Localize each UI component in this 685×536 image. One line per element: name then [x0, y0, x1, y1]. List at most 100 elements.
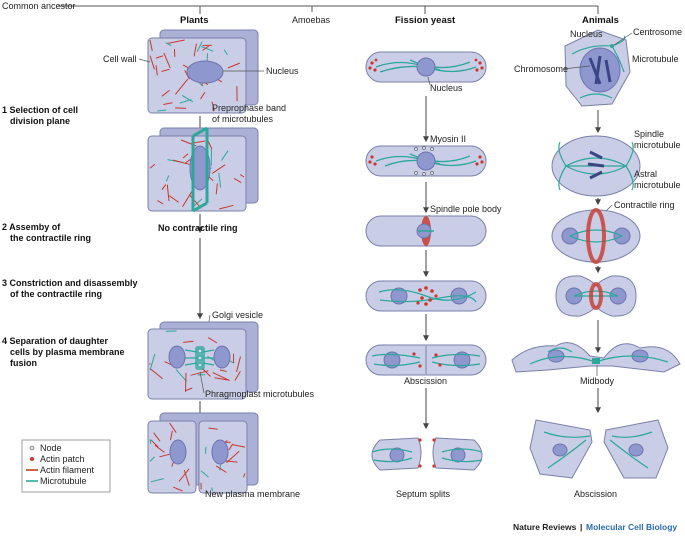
step4-line1: 4 Separation of daughter	[2, 336, 109, 346]
plant-cell-interphase	[147, 29, 259, 114]
actin-strand	[149, 39, 153, 52]
yeast-nucleus-label: Nucleus	[430, 83, 463, 93]
microtubule-strand	[201, 46, 214, 52]
fission-yeast-column: Nucleus Myosin II Spindle pole body	[365, 51, 502, 499]
actin-strand	[202, 45, 209, 51]
actin-strand	[236, 356, 241, 373]
step2-line2: the contractile ring	[10, 233, 91, 243]
journal-credit: Nature Reviews | Molecular Cell Biology	[513, 522, 677, 532]
animal-cell-interphase	[564, 29, 631, 107]
actin-strand	[232, 444, 246, 448]
actin-strand	[211, 101, 215, 112]
step1-line2: division plane	[10, 116, 70, 126]
legend-actin-filament: Actin filament	[40, 465, 95, 475]
actin-strand	[155, 55, 163, 59]
animal-nucleus-label: Nucleus	[570, 29, 603, 39]
actin-strand	[163, 52, 171, 69]
centrosome-label: Centrosome	[633, 27, 682, 37]
actin-strand	[169, 422, 177, 433]
actin-strand	[215, 183, 218, 195]
step3-line1: 3 Constriction and disassembly	[2, 278, 138, 288]
plant-nucleus-label: Nucleus	[266, 66, 299, 76]
actin-strand	[166, 184, 170, 202]
microtubule-strand	[175, 369, 188, 382]
microtubule-label: Microtubule	[632, 54, 679, 64]
yeast-interphase	[365, 51, 487, 83]
plants-header: Plants	[180, 15, 209, 26]
actin-strand	[200, 92, 206, 100]
actin-strand	[178, 468, 190, 482]
animals-column: Nucleus Centrosome Microtubule Chromosom…	[511, 27, 682, 499]
actin-strand	[182, 190, 193, 207]
actin-strand	[149, 55, 155, 70]
actin-strand	[185, 372, 187, 392]
yeast-constriction	[365, 280, 487, 312]
ppb-label-1: Preprophase band	[212, 103, 286, 113]
actin-strand	[234, 370, 241, 381]
yeast-abscission	[365, 344, 487, 376]
actin-strand	[173, 486, 183, 492]
microtubule-strand	[219, 463, 222, 471]
yeast-septum-splits	[371, 437, 483, 471]
step4-line3: fusion	[10, 358, 37, 368]
plant-cell-phragmoplast	[147, 321, 259, 400]
microtubule-strand	[149, 354, 156, 371]
phylogeny-tree	[58, 5, 599, 14]
actin-strand	[169, 195, 179, 203]
contractile-ring-label: Contractile ring	[614, 200, 675, 210]
actin-strand	[161, 68, 170, 72]
actin-strand	[218, 204, 234, 210]
actin-strand	[215, 465, 227, 473]
actin-filaments	[149, 330, 241, 392]
microtubule-strand	[165, 175, 170, 182]
ppb-label-2: of microtubules	[212, 114, 274, 124]
actin-strand	[219, 369, 227, 372]
actin-strand	[155, 65, 158, 76]
node-swatch	[29, 445, 35, 451]
phragmoplast-microtubules	[184, 349, 215, 366]
microtubule-strand	[150, 478, 164, 483]
step4-line2: cells by plasma membrane	[10, 347, 125, 357]
plants-column: Cell wall Nucleus Preprophase band of mi…	[103, 29, 315, 499]
actin-strand	[227, 62, 240, 69]
plant-daughter-cells	[147, 412, 259, 494]
actin-strand	[182, 153, 189, 159]
spindle-label-1: Spindle	[634, 129, 664, 139]
legend-node: Node	[40, 443, 62, 453]
animal-cell-metaphase	[551, 135, 641, 197]
actin-strand	[233, 177, 242, 184]
microtubule-strand	[181, 94, 194, 103]
step1-line1: 1 Selection of cell	[2, 105, 78, 115]
actin-strand	[170, 430, 173, 441]
animal-cell-abscission	[529, 419, 669, 479]
septum-splits-label: Septum splits	[396, 489, 451, 499]
animals-header: Animals	[582, 15, 619, 26]
midbody-label: Midbody	[580, 376, 615, 386]
actin-strand	[243, 473, 246, 478]
actin-strand	[207, 141, 213, 150]
animal-cell-midbody	[511, 342, 681, 373]
legend-actin-patch: Actin patch	[40, 454, 85, 464]
actin-strand	[157, 200, 164, 205]
cell-wall-label: Cell wall	[103, 54, 137, 64]
astral-label-1: Astral	[634, 169, 657, 179]
actin-strand	[239, 174, 245, 178]
actin-strand	[183, 340, 194, 343]
microtubule-strand	[223, 49, 228, 56]
preprophase-band	[191, 126, 209, 213]
actin-strand	[183, 469, 190, 486]
actin-strand	[193, 43, 197, 57]
microtubule-strand	[220, 150, 229, 161]
actin-strand	[163, 102, 173, 105]
actin-strand	[211, 164, 226, 174]
actin-strand	[149, 368, 163, 380]
microtubule-strand	[218, 172, 222, 188]
actin-patch-swatch	[30, 457, 34, 461]
actin-strand	[207, 337, 218, 344]
yeast-ring-assembly	[365, 215, 487, 247]
actin-strand	[190, 370, 209, 376]
legend-microtubule: Microtubule	[40, 476, 87, 486]
credit-journal: Nature Reviews	[513, 522, 577, 532]
